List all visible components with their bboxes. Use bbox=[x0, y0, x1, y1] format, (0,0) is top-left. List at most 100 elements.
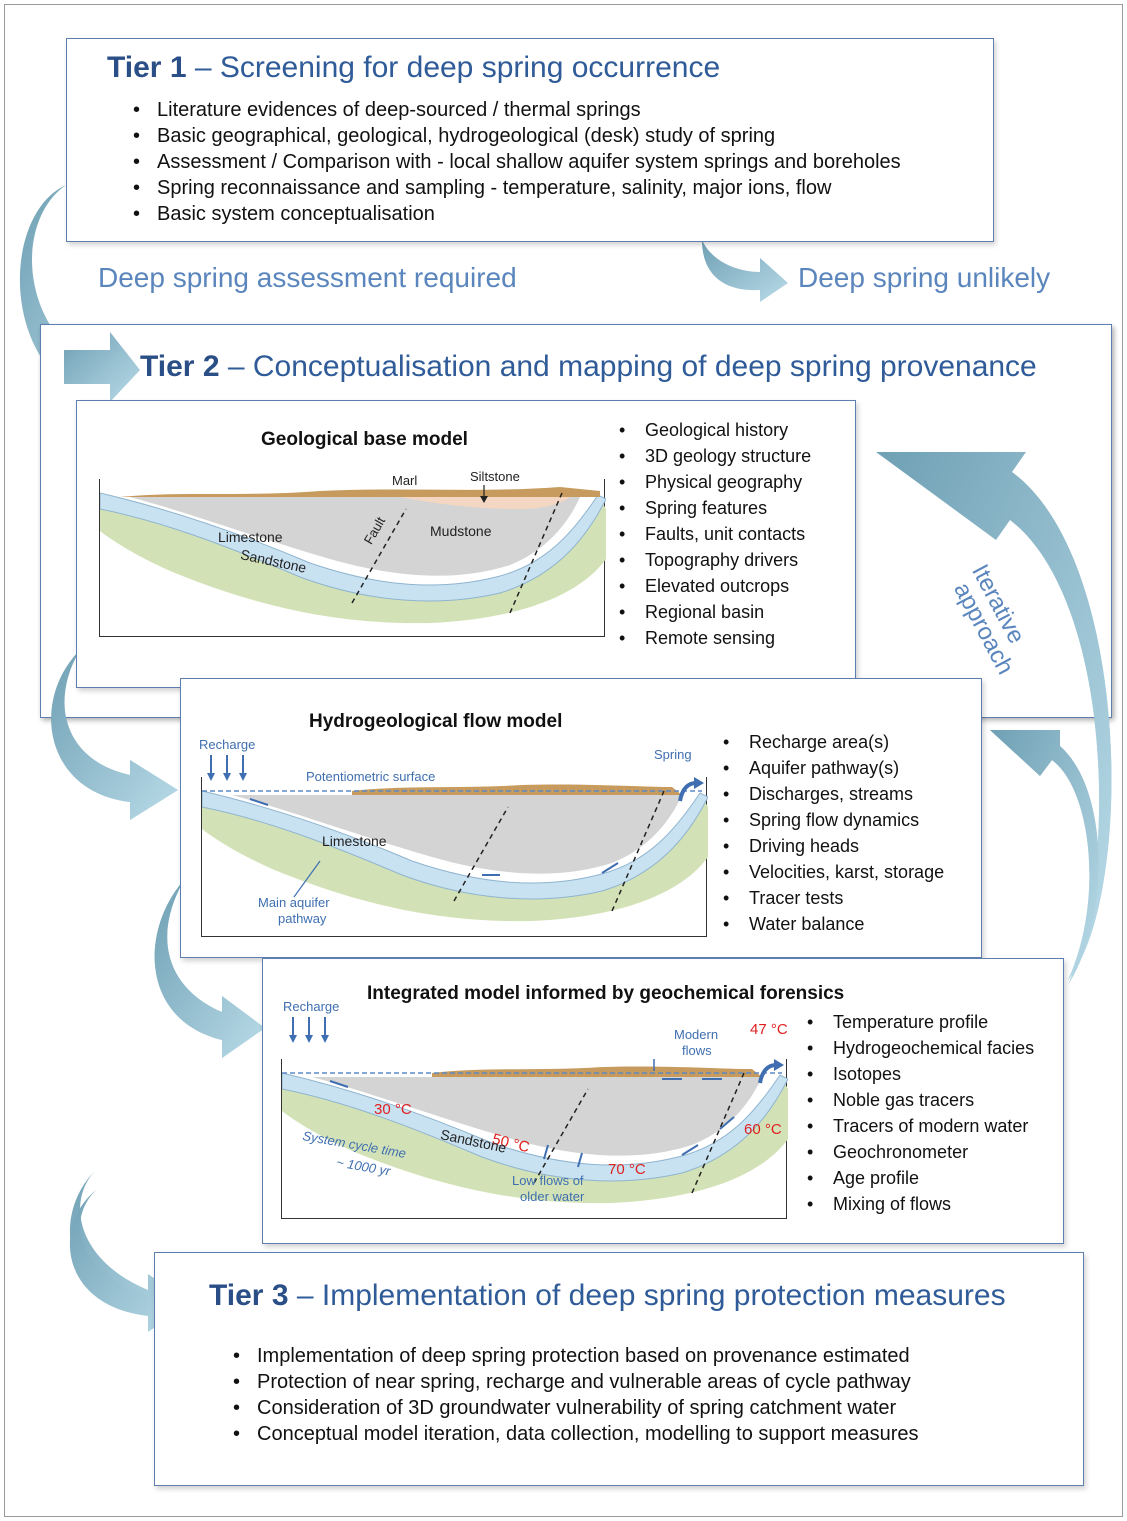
label-temp-30: 30 °C bbox=[374, 1101, 412, 1118]
pathway-pointer bbox=[293, 860, 321, 898]
mudstone-layer bbox=[312, 1077, 762, 1156]
integrated-panel: Integrated model informed by geochemical… bbox=[262, 958, 1064, 1244]
fault-line-2 bbox=[691, 1072, 745, 1194]
label-temp-47: 47 °C bbox=[750, 1021, 788, 1038]
mudstone-layer bbox=[232, 795, 682, 874]
flow-arrow bbox=[329, 1080, 349, 1088]
upflow-arrow bbox=[543, 1144, 549, 1160]
surface-outcrop bbox=[120, 487, 600, 497]
tier3-title: – Implementation of deep spring protecti… bbox=[296, 1279, 1006, 1312]
tier1-list: Literature evidences of deep-sourced / t… bbox=[127, 97, 901, 227]
arrow-to-unlikely bbox=[702, 240, 788, 302]
list-item: Driving heads bbox=[717, 833, 944, 859]
label-marl: Marl bbox=[392, 473, 418, 488]
label-modern-1: Modern bbox=[674, 1027, 719, 1042]
list-item: Tracers of modern water bbox=[801, 1113, 1034, 1139]
list-item: Water balance bbox=[717, 911, 944, 937]
tier2-heading: Tier 2 – Conceptualisation and mapping o… bbox=[140, 350, 1037, 384]
label-aquifer-1: Main aquifer bbox=[258, 895, 330, 910]
list-item: 3D geology structure bbox=[613, 443, 811, 469]
label-recharge: Recharge bbox=[283, 999, 340, 1014]
tier1-title: – Screening for deep spring occurrence bbox=[194, 51, 721, 84]
label-temp-70: 70 °C bbox=[608, 1161, 646, 1178]
flow-arrow bbox=[681, 1144, 699, 1156]
tier3-prefix: Tier 3 bbox=[209, 1279, 289, 1312]
marl-layer bbox=[400, 497, 570, 509]
sandstone-layer bbox=[282, 1079, 788, 1204]
integrated-panel-title: Integrated model informed by geochemical… bbox=[367, 983, 845, 1004]
label-siltstone: Siltstone bbox=[470, 469, 520, 484]
list-item: Elevated outcrops bbox=[613, 573, 811, 599]
list-item: Spring flow dynamics bbox=[717, 807, 944, 833]
surface-outcrop bbox=[432, 1066, 762, 1077]
spring-arrowhead bbox=[694, 777, 704, 789]
list-item: Mixing of flows bbox=[801, 1191, 1034, 1217]
geo-cross-section: Marl Siltstone Fault Mudstone Limestone … bbox=[99, 469, 606, 637]
integrated-list: Temperature profile Hydrogeochemical fac… bbox=[801, 1009, 1034, 1217]
mudstone-layer bbox=[130, 497, 580, 576]
label-limestone: Limestone bbox=[322, 833, 387, 849]
flow-arrow bbox=[601, 862, 619, 874]
fault-line-1 bbox=[453, 806, 509, 902]
limestone-layer bbox=[202, 790, 708, 900]
flow-arrow bbox=[249, 798, 269, 806]
list-item: Geochronometer bbox=[801, 1139, 1034, 1165]
list-item: Basic system conceptualisation bbox=[127, 201, 901, 227]
spring-arrowhead bbox=[774, 1059, 784, 1071]
sandstone-layer bbox=[100, 499, 606, 624]
label-limestone: Limestone bbox=[218, 529, 283, 545]
list-item: Aquifer pathway(s) bbox=[717, 755, 944, 781]
list-item: Recharge area(s) bbox=[717, 729, 944, 755]
tier3-list: Implementation of deep spring protection… bbox=[227, 1343, 918, 1447]
label-low-2: older water bbox=[520, 1189, 585, 1204]
geo-panel: Geological base model Marl Siltstone Fau… bbox=[76, 400, 856, 688]
geo-section-drawing bbox=[100, 485, 606, 624]
list-item: Geological history bbox=[613, 417, 811, 443]
limestone-layer bbox=[282, 1072, 788, 1182]
tier1-prefix: Tier 1 bbox=[107, 51, 187, 84]
label-mudstone: Mudstone bbox=[430, 523, 492, 539]
arrow-iterative-inner bbox=[990, 730, 1099, 980]
recharge-arrows bbox=[207, 755, 247, 781]
label-temp-60: 60 °C bbox=[744, 1121, 782, 1138]
label-low-1: Low flows of bbox=[512, 1173, 584, 1188]
hydro-cross-section: Potentiometric surface Spring Limestone … bbox=[201, 747, 708, 937]
hydro-section-drawing bbox=[202, 777, 708, 922]
list-item: Spring features bbox=[613, 495, 811, 521]
list-item: Protection of near spring, recharge and … bbox=[227, 1369, 918, 1395]
siltstone-arrowhead bbox=[480, 496, 488, 503]
hydro-panel-title: Hydrogeological flow model bbox=[309, 711, 563, 732]
list-item: Tracer tests bbox=[717, 885, 944, 911]
label-modern-2: flows bbox=[682, 1043, 712, 1058]
list-item: Age profile bbox=[801, 1165, 1034, 1191]
tier2-title: – Conceptualisation and mapping of deep … bbox=[227, 350, 1037, 383]
list-item: Basic geographical, geological, hydrogeo… bbox=[127, 123, 901, 149]
fault-line-2 bbox=[509, 492, 563, 614]
list-item: Physical geography bbox=[613, 469, 811, 495]
fault-line-2 bbox=[611, 790, 665, 912]
outcome-unlikely: Deep spring unlikely bbox=[798, 262, 1051, 293]
outcome-required: Deep spring assessment required bbox=[98, 262, 517, 293]
list-item: Topography drivers bbox=[613, 547, 811, 573]
surface-outcrop bbox=[352, 784, 682, 795]
tier3-heading: Tier 3 – Implementation of deep spring p… bbox=[209, 1279, 1006, 1313]
list-item: Faults, unit contacts bbox=[613, 521, 811, 547]
list-item: Conceptual model iteration, data collect… bbox=[227, 1421, 918, 1447]
list-item: Consideration of 3D groundwater vulnerab… bbox=[227, 1395, 918, 1421]
fault-line-1 bbox=[351, 508, 407, 604]
fault-line-1 bbox=[533, 1088, 589, 1184]
list-item: Noble gas tracers bbox=[801, 1087, 1034, 1113]
limestone-layer bbox=[100, 492, 606, 602]
list-item: Remote sensing bbox=[613, 625, 811, 651]
upflow-arrow bbox=[577, 1152, 583, 1168]
list-item: Literature evidences of deep-sourced / t… bbox=[127, 97, 901, 123]
list-item: Discharges, streams bbox=[717, 781, 944, 807]
list-item: Regional basin bbox=[613, 599, 811, 625]
tier1-box: Tier 1 – Screening for deep spring occur… bbox=[66, 38, 994, 242]
tier1-heading: Tier 1 – Screening for deep spring occur… bbox=[107, 51, 720, 85]
list-item: Velocities, karst, storage bbox=[717, 859, 944, 885]
tier3-box: Tier 3 – Implementation of deep spring p… bbox=[154, 1252, 1084, 1486]
tier2-prefix: Tier 2 bbox=[140, 350, 220, 383]
integrated-cross-section: Modern flows 47 °C 30 °C 50 °C 70 °C 60 … bbox=[281, 1021, 788, 1219]
flow-arrow bbox=[719, 1116, 735, 1130]
